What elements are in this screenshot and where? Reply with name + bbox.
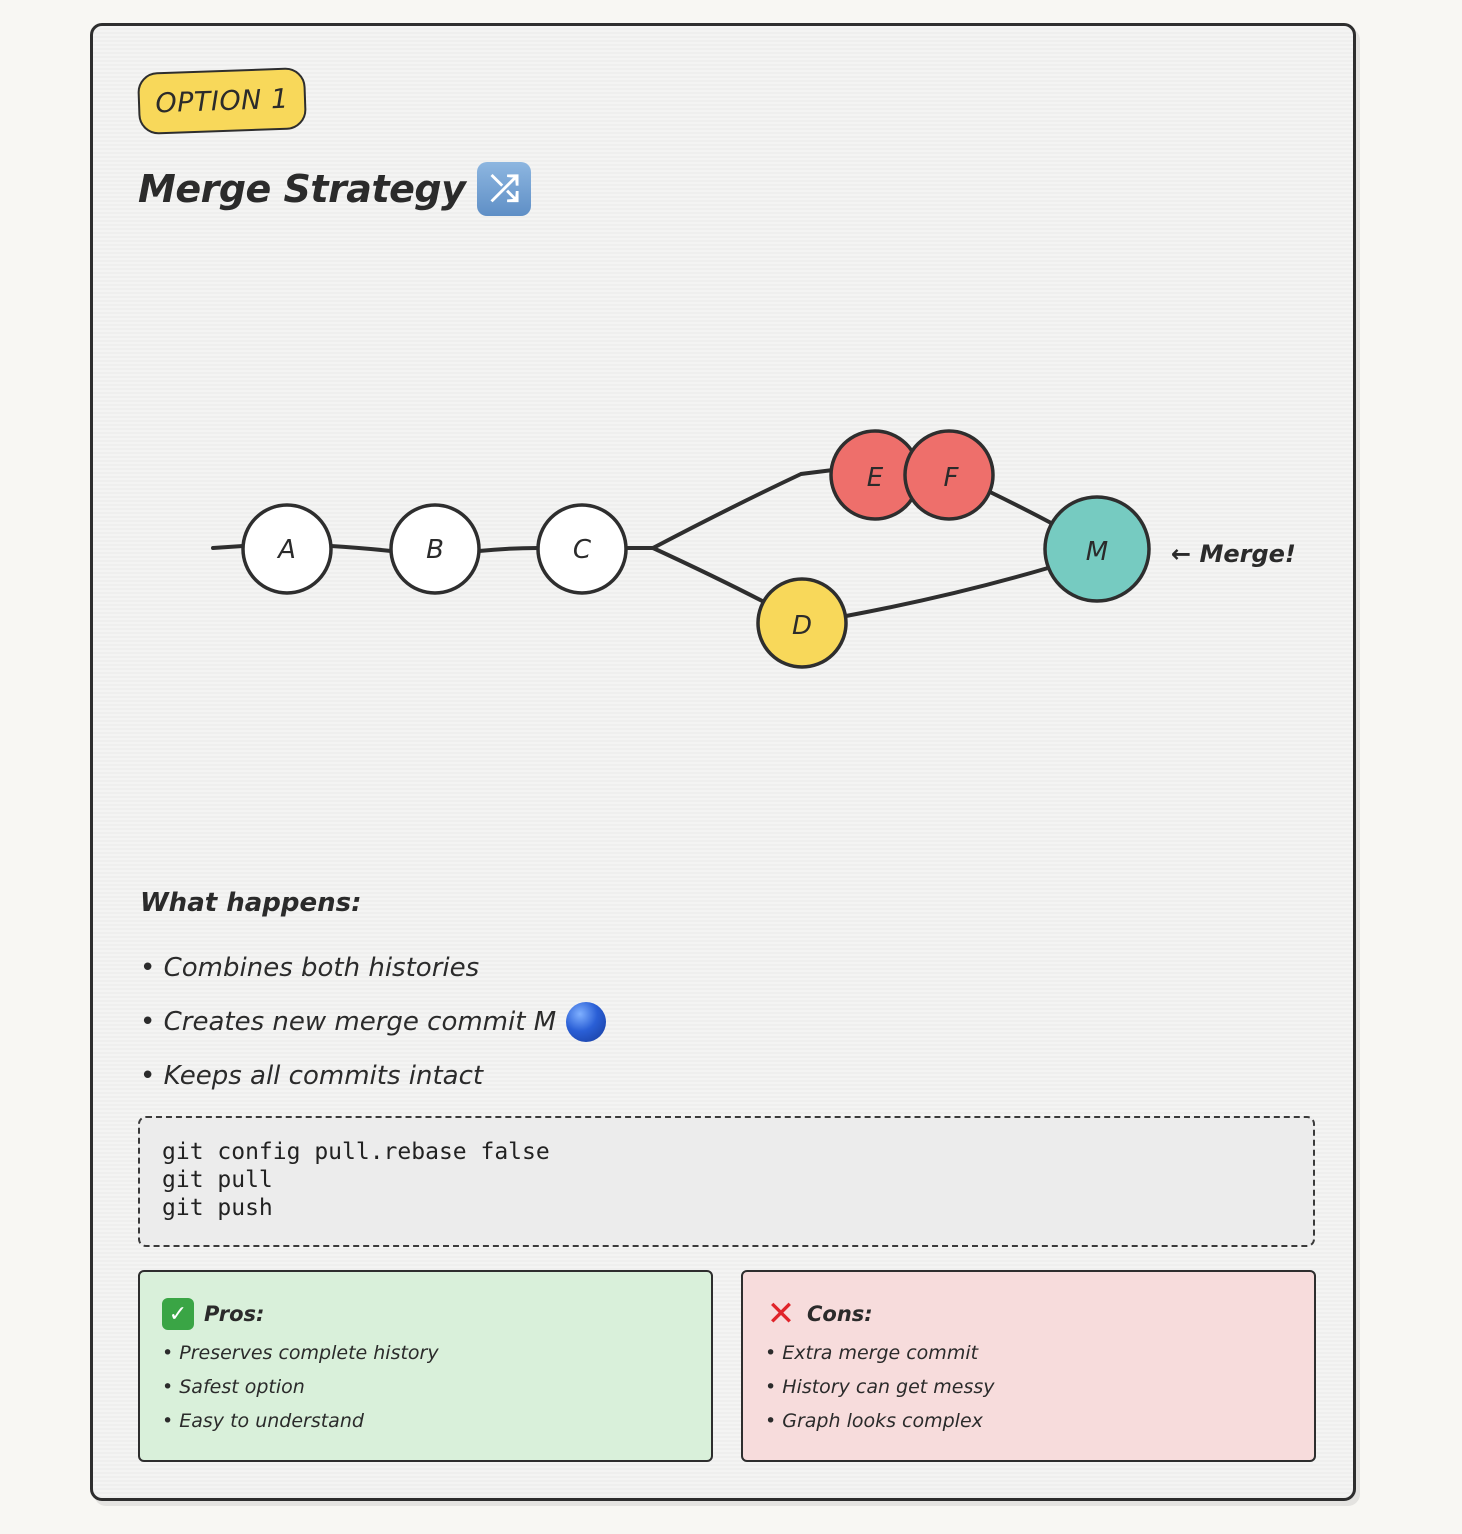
list-item-text: • Keeps all commits intact — [140, 1061, 484, 1091]
cons-list: • Extra merge commit • History can get m… — [765, 1336, 1292, 1438]
cons-heading-text: Cons: — [807, 1302, 873, 1326]
title-text: Merge Strategy — [138, 167, 466, 211]
list-item: • Combines both histories — [140, 941, 606, 995]
cons-box: ✕ Cons: • Extra merge commit • History c… — [741, 1270, 1316, 1462]
strategy-card: OPTION 1 Merge Strategy ⤮ A B C — [90, 23, 1356, 1501]
commit-node-c[interactable]: C — [536, 503, 628, 595]
commit-node-b[interactable]: B — [389, 503, 481, 595]
list-item: • Preserves complete history — [162, 1342, 439, 1364]
node-b-label: B — [426, 535, 444, 565]
commit-graph: A B C E F D M ← Merge! — [211, 429, 1296, 669]
shuffle-icon: ⤮ — [477, 162, 532, 216]
edge-a-b — [329, 544, 393, 553]
check-icon: ✓ — [162, 1298, 194, 1330]
node-c-circle — [536, 503, 628, 595]
pros-box: ✓ Pros: • Preserves complete history • S… — [138, 1270, 713, 1462]
code-line: git push — [162, 1195, 273, 1221]
cons-heading: ✕ Cons: — [765, 1294, 1292, 1334]
node-m-label: M — [1086, 537, 1108, 567]
node-d-circle — [756, 577, 848, 669]
code-block[interactable]: git config pull.rebase false git pull gi… — [138, 1116, 1315, 1247]
list-item: • History can get messy — [765, 1376, 995, 1398]
commit-node-e[interactable]: E — [829, 429, 921, 521]
node-c-label: C — [573, 535, 592, 565]
node-e-label: E — [867, 463, 884, 493]
code-line: git config pull.rebase false — [162, 1139, 550, 1165]
edge-d-m — [844, 566, 1050, 618]
list-item: • Creates new merge commit M — [140, 995, 607, 1049]
node-f-circle — [903, 429, 995, 521]
commit-node-m[interactable]: M — [1043, 495, 1151, 603]
commit-node-f[interactable]: F — [903, 429, 995, 521]
node-m-circle — [1043, 495, 1151, 603]
merge-label: ← Merge! — [1171, 540, 1296, 568]
blue-circle-icon — [566, 1002, 607, 1042]
pros-heading: ✓ Pros: — [162, 1298, 689, 1330]
list-item: • Extra merge commit — [765, 1342, 979, 1364]
commit-node-d[interactable]: D — [756, 577, 848, 669]
what-happens-heading: What happens: — [140, 888, 362, 918]
pros-heading-text: Pros: — [204, 1302, 265, 1326]
list-item-text: • Combines both histories — [140, 953, 480, 983]
pros-list: • Preserves complete history • Safest op… — [162, 1336, 689, 1438]
code-line: git pull — [162, 1167, 273, 1193]
edge-c-d — [651, 546, 770, 606]
edge-c-e — [651, 468, 835, 550]
list-item: • Keeps all commits intact — [140, 1049, 606, 1103]
list-item-text: • Creates new merge commit M — [140, 1007, 557, 1037]
edge-f-m — [988, 490, 1055, 526]
cross-icon: ✕ — [766, 1294, 796, 1334]
page-title: Merge Strategy ⤮ — [138, 162, 532, 216]
list-item: • Graph looks complex — [765, 1410, 983, 1432]
node-b-circle — [389, 503, 481, 595]
node-a-circle — [241, 503, 333, 595]
commit-node-a[interactable]: A — [241, 503, 333, 595]
edge-b-c — [477, 546, 540, 553]
what-happens-list: • Combines both histories • Creates new … — [140, 941, 607, 1103]
node-f-label: F — [944, 463, 960, 493]
node-d-label: D — [792, 611, 812, 641]
node-a-label: A — [276, 535, 296, 565]
list-item: • Safest option — [162, 1376, 305, 1398]
edge-start-a — [211, 544, 245, 550]
list-item: • Easy to understand — [162, 1410, 364, 1432]
